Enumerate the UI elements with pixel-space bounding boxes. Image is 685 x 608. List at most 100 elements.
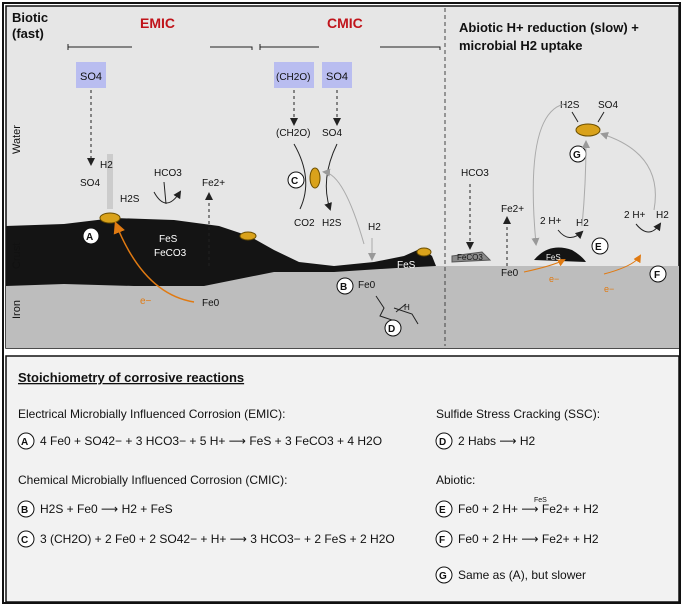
top-panel: Biotic (fast) EMIC CMIC Abiotic H+ reduc… — [5, 5, 680, 349]
corrosion-diagram: Biotic (fast) EMIC CMIC Abiotic H+ reduc… — [5, 5, 680, 603]
h2s-label-g: H2S — [560, 100, 580, 111]
svg-text:F: F — [654, 270, 660, 281]
emic-heading: Electrical Microbially Influenced Corros… — [18, 407, 285, 421]
eq-marker-B — [17, 500, 35, 518]
crust-layer-label: Crust — [11, 243, 23, 269]
hplus-small-1: H — [404, 303, 410, 312]
equation-F: Fe0 + 2 H+ ⟶ Fe2+ + H2 — [458, 532, 599, 546]
equation-C: 3 (CH2O) + 2 Fe0 + 2 SO42− + H+ ⟶ 3 HCO3… — [40, 532, 395, 546]
abiotic-heading: Abiotic: — [436, 473, 475, 487]
cmic-heading: Chemical Microbially Influenced Corrosio… — [18, 473, 287, 487]
so4-label-g: SO4 — [598, 100, 618, 111]
co2-label: CO2 — [294, 218, 315, 229]
iron-layer-label: Iron — [11, 300, 23, 319]
eq-marker-A — [17, 432, 35, 450]
ch2o-box — [274, 62, 314, 88]
emic-bracket — [67, 44, 253, 50]
cmic-cross-arrows — [293, 143, 338, 209]
so4-label-emic: SO4 — [80, 71, 102, 83]
microbe-C — [309, 167, 321, 189]
svg-text:e−: e− — [549, 274, 559, 284]
equation-B: H2S + Fe0 ⟶ H2 + FeS — [40, 502, 173, 516]
eq-marker-F — [435, 530, 453, 548]
eq-marker-G — [435, 566, 453, 584]
marker-F — [649, 265, 667, 283]
svg-text:C: C — [291, 176, 298, 187]
abiotic-title-2: microbial H2 uptake — [459, 38, 583, 53]
equation-E-catalyst: FeS — [534, 497, 547, 504]
so4-near-A: SO4 — [80, 178, 100, 189]
cmic-bracket — [259, 44, 441, 50]
electron-path-emic — [113, 221, 195, 303]
h2-label-f: H2 — [656, 210, 669, 221]
eq-marker-C — [17, 530, 35, 548]
feco3-deposit — [451, 251, 492, 263]
eq-marker-D — [435, 432, 453, 450]
microbe-crust — [239, 231, 257, 241]
microbe-A — [99, 212, 121, 224]
hco3-label-emic: HCO3 — [154, 168, 182, 179]
svg-text:G: G — [439, 571, 447, 582]
microbe-G — [575, 123, 601, 137]
svg-text:D: D — [439, 437, 446, 448]
fe0-label-b: Fe0 — [358, 280, 376, 291]
fe0-label-emic: Fe0 — [202, 298, 220, 309]
biotic-label: Biotic — [12, 10, 48, 25]
svg-text:E: E — [595, 242, 602, 253]
hplus-label-f: 2 H+ — [624, 210, 646, 221]
h2s-label-cmic: H2S — [322, 218, 342, 229]
crust-layer — [6, 218, 428, 286]
equation-D: 2 Habs ⟶ H2 — [458, 434, 536, 448]
emic-title: EMIC — [140, 15, 175, 31]
svg-text:E: E — [439, 505, 446, 516]
fes-label-b: FeS — [397, 260, 416, 271]
ch2o-label: (CH2O) — [276, 72, 310, 83]
stoichiometry-heading: Stoichiometry of corrosive reactions — [18, 370, 244, 385]
equation-G: Same as (A), but slower — [458, 568, 586, 582]
fe0-label-abiotic: Fe0 — [501, 268, 519, 279]
fes-small-label: FeS — [546, 253, 561, 262]
hco3-arrows — [153, 181, 180, 205]
equation-A: 4 Fe0 + SO42− + 3 HCO3− + 5 H+ ⟶ FeS + 3… — [40, 434, 382, 448]
h2-label-cmic: H2 — [368, 222, 381, 233]
water-layer-label: Water — [11, 125, 23, 154]
so4-label-lower: SO4 — [322, 128, 342, 139]
electron-label-emic: e− — [140, 296, 152, 307]
hplus-label-e: 2 H+ — [540, 216, 562, 227]
svg-text:e−: e− — [604, 284, 614, 294]
biotic-sub-label: (fast) — [12, 26, 44, 41]
marker-D — [384, 319, 402, 337]
cmic-title: CMIC — [327, 15, 363, 31]
ch2o-label-lower: (CH2O) — [276, 128, 310, 139]
fes-label-crust: FeS — [159, 234, 178, 245]
bottom-panel: Stoichiometry of corrosive reactions Ele… — [5, 355, 680, 603]
equation-E: Fe0 + 2 H+ ⟶ Fe2+ + H2 — [458, 502, 599, 516]
feco3-label-abiotic: FeCO3 — [457, 253, 483, 262]
svg-text:D: D — [388, 324, 395, 335]
feco3-label-crust: FeCO3 — [154, 248, 187, 259]
h2s-label-emic: H2S — [120, 194, 140, 205]
svg-text:B: B — [21, 505, 28, 516]
fe2-label-abiotic: Fe2+ — [501, 204, 524, 215]
so4-box-cmic — [322, 62, 352, 88]
svg-text:B: B — [340, 282, 347, 293]
marker-B — [336, 277, 354, 295]
marker-C — [287, 171, 305, 189]
marker-A — [82, 227, 100, 245]
eq-marker-E — [435, 500, 453, 518]
abiotic-title-1: Abiotic H+ reduction (slow) + — [459, 20, 639, 35]
fes-deposit — [534, 247, 586, 262]
ssc-heading: Sulfide Stress Cracking (SSC): — [436, 407, 600, 421]
so4-label-cmic: SO4 — [326, 71, 348, 83]
svg-text:C: C — [21, 535, 28, 546]
stoichiometry-box — [5, 355, 680, 603]
h2-label-emic: H2 — [100, 160, 113, 171]
hco3-label-abiotic: HCO3 — [461, 168, 489, 179]
svg-text:A: A — [86, 232, 93, 243]
svg-text:A: A — [21, 437, 28, 448]
marker-E — [591, 237, 609, 255]
svg-text:F: F — [439, 535, 445, 546]
so4-box-emic — [76, 62, 106, 88]
svg-text:G: G — [573, 150, 581, 161]
